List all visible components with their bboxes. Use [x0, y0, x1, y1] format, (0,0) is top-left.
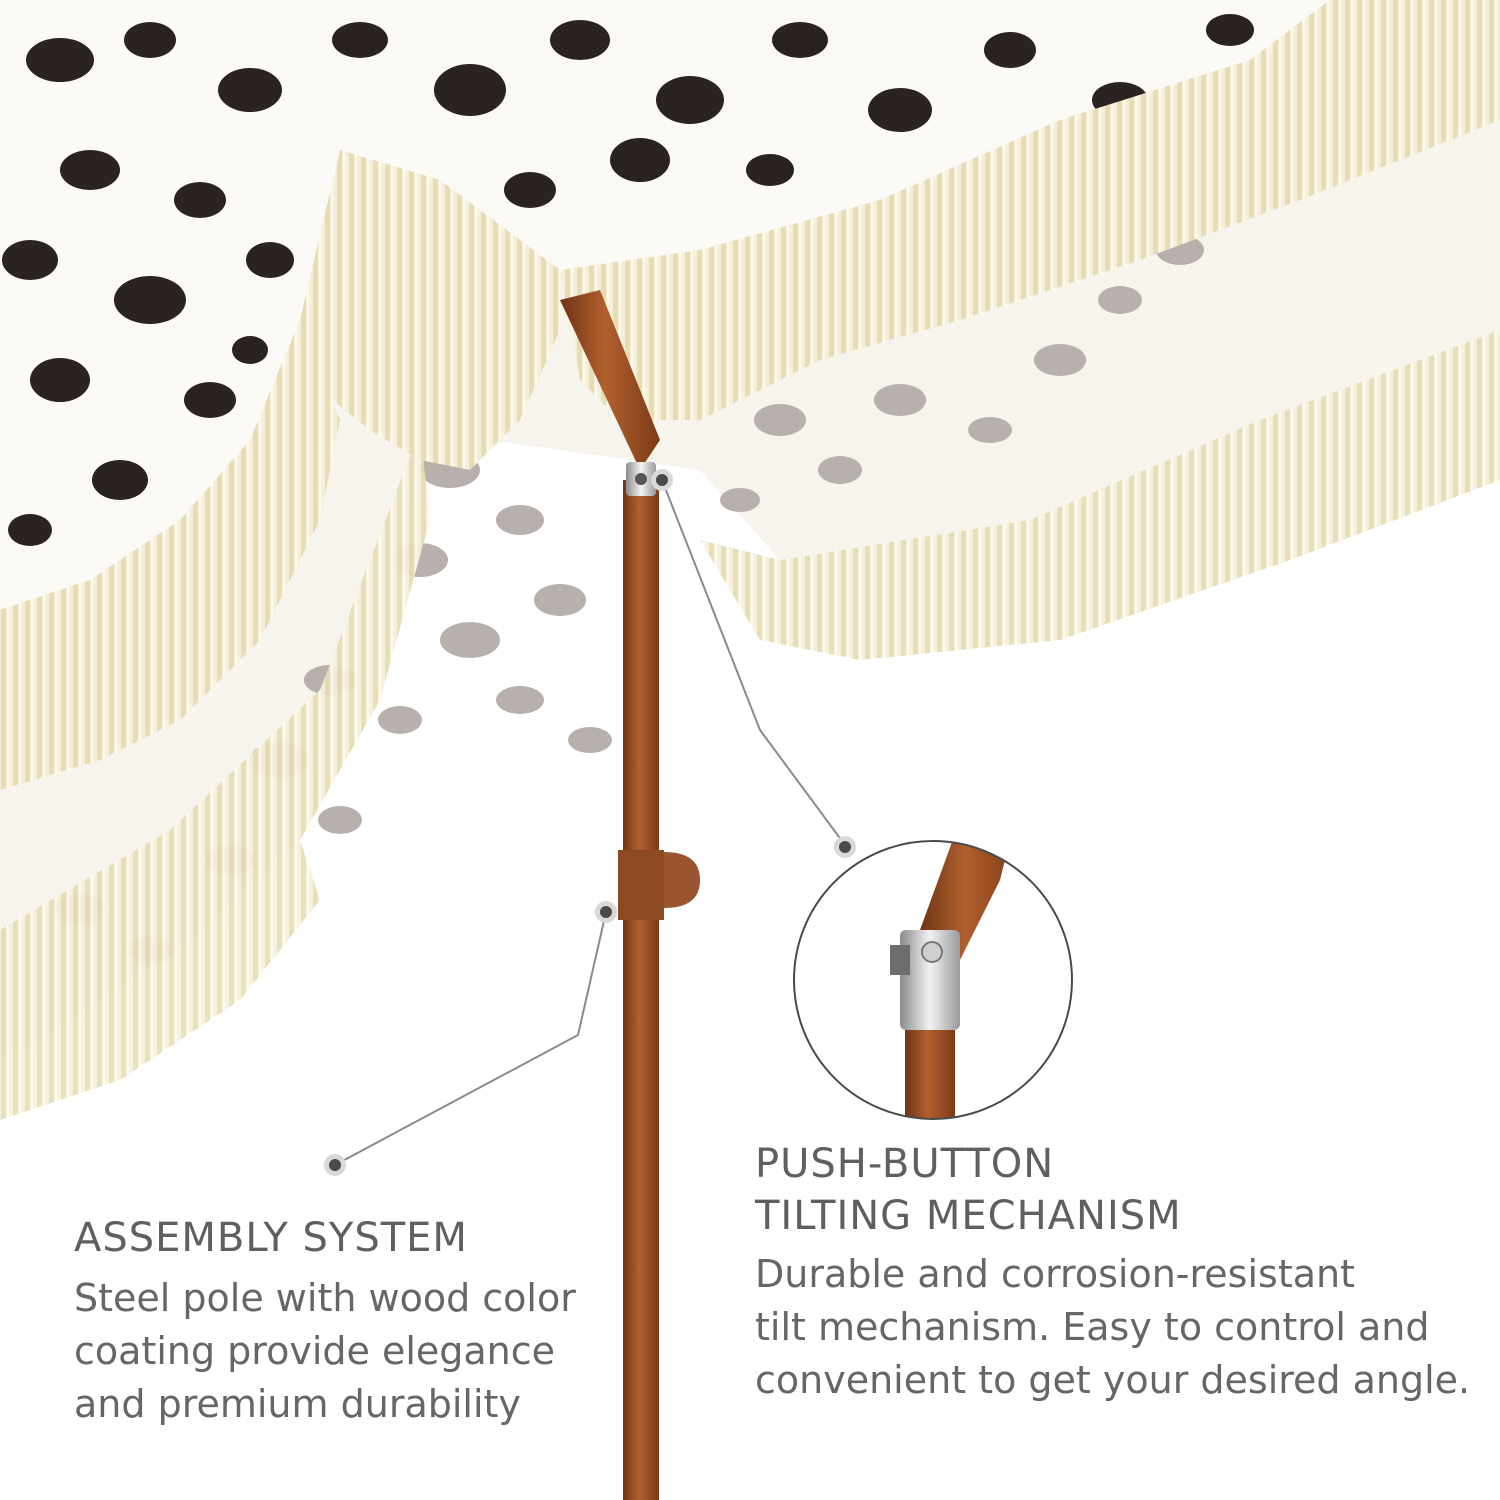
fringe-trim [0, 0, 1500, 1120]
assembly-system-title: ASSEMBLY SYSTEM [74, 1215, 468, 1261]
tilt-mechanism-description: Durable and corrosion-resistant tilt mec… [755, 1252, 1471, 1402]
pole-connector [618, 850, 664, 920]
tilt-zoom-circle [793, 840, 1073, 1120]
tilt-mechanism-title: PUSH-BUTTON TILTING MECHANISM [755, 1141, 1182, 1239]
assembly-system-caption: ASSEMBLY SYSTEM Steel pole with wood col… [74, 1212, 634, 1431]
tilt-mechanism-caption: PUSH-BUTTON TILTING MECHANISM Durable an… [755, 1138, 1475, 1407]
canopy-top [0, 0, 1330, 610]
callout-dots [324, 469, 856, 1176]
callout-lines [334, 479, 846, 1166]
umbrella-pole [560, 290, 700, 1500]
dark-spots [2, 14, 1254, 546]
assembly-system-description: Steel pole with wood color coating provi… [74, 1276, 576, 1426]
knob [664, 852, 700, 908]
